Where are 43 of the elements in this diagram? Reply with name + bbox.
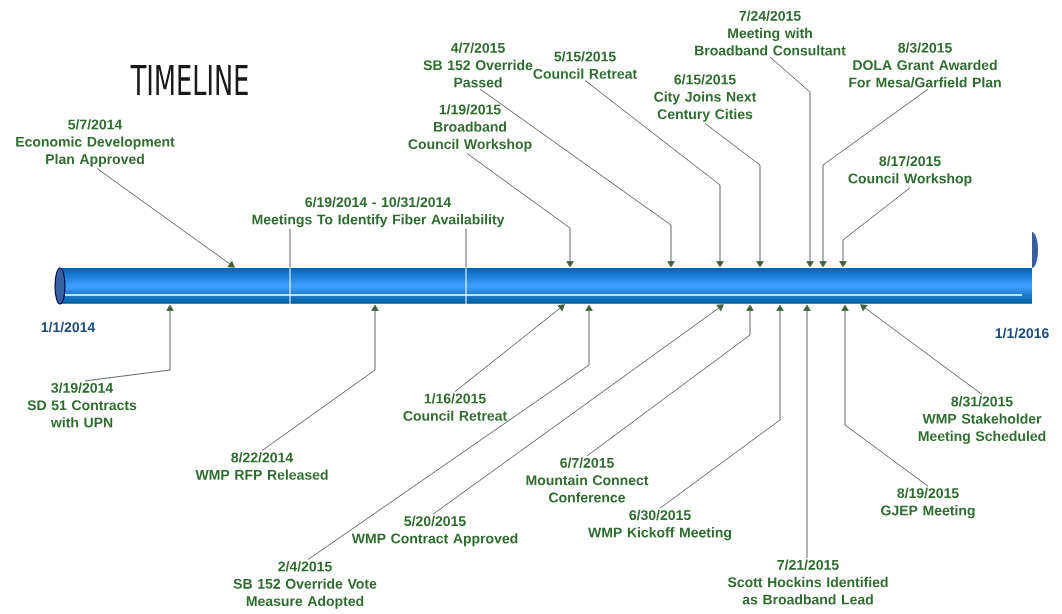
event-label: 8/19/2015 GJEP Meeting (881, 487, 975, 519)
leader-line (289, 228, 291, 269)
event-label: 8/17/2015 Council Workshop (848, 155, 972, 187)
leader-line (466, 153, 574, 268)
date-label: 1/1/2014 (41, 321, 96, 333)
event-label: 6/7/2015 Mountain Connect Conference (526, 457, 649, 503)
leader-line (432, 304, 724, 515)
event-label: 7/21/2015 Scott Hockins Identified as Broadband Lead (727, 559, 888, 605)
leader-line (584, 79, 724, 268)
leader-line (839, 187, 911, 268)
leader-line (841, 304, 929, 487)
event-label: 6/19/2014 - 10/31/2014 Meetings To Identify Fiber Availability (252, 196, 505, 228)
title: TIMELINE (130, 64, 248, 96)
event-label: 8/31/2015 WMP Stakeholder Meeting Scheduled (918, 396, 1046, 444)
leader-line (659, 304, 784, 509)
date-label: 1/1/2016 (995, 327, 1049, 339)
leader-line (769, 56, 814, 268)
event-label: 5/20/2015 WMP Contract Approved (351, 515, 518, 547)
leader-line (586, 304, 754, 457)
leader-line (454, 304, 565, 393)
event-label: 2/4/2015 SB 152 Override Vote Measure Adopted (233, 561, 377, 609)
event-label: 6/30/2015 WMP Kickoff Meeting (588, 509, 731, 541)
event-label: 1/16/2015 Council Retreat (403, 393, 507, 421)
event-label: 5/7/2014 Economic Development Plan Approved (16, 119, 175, 167)
leader-line (860, 304, 983, 395)
leader-line (819, 88, 929, 268)
leader-line (307, 304, 593, 560)
event-label: 5/15/2015 Council Retreat (533, 51, 637, 79)
leader-line (803, 304, 811, 559)
event-label: 4/7/2015 SB 152 Override Passed (423, 42, 533, 88)
timeline-bar (54, 232, 1038, 305)
event-label: 6/15/2015 City Joins Next Century Cities (654, 74, 757, 122)
leader-line (96, 168, 235, 268)
event-label: 3/19/2014 SD 51 Contracts with UPN (27, 382, 137, 428)
leader-line (261, 304, 379, 452)
event-label: 1/19/2015 Broadband Council Workshop (408, 104, 532, 152)
leader-line (704, 123, 764, 268)
leader-line (465, 228, 467, 269)
event-label: 8/22/2014 WMP RFP Released (195, 452, 328, 480)
event-label: 8/3/2015 DOLA Grant Awarded For Mesa/Garfield Plan (849, 42, 1001, 88)
leader-line (479, 88, 675, 268)
event-label: 7/24/2015 Meeting with Broadband Consultant (695, 10, 846, 56)
leader-line (84, 304, 174, 382)
